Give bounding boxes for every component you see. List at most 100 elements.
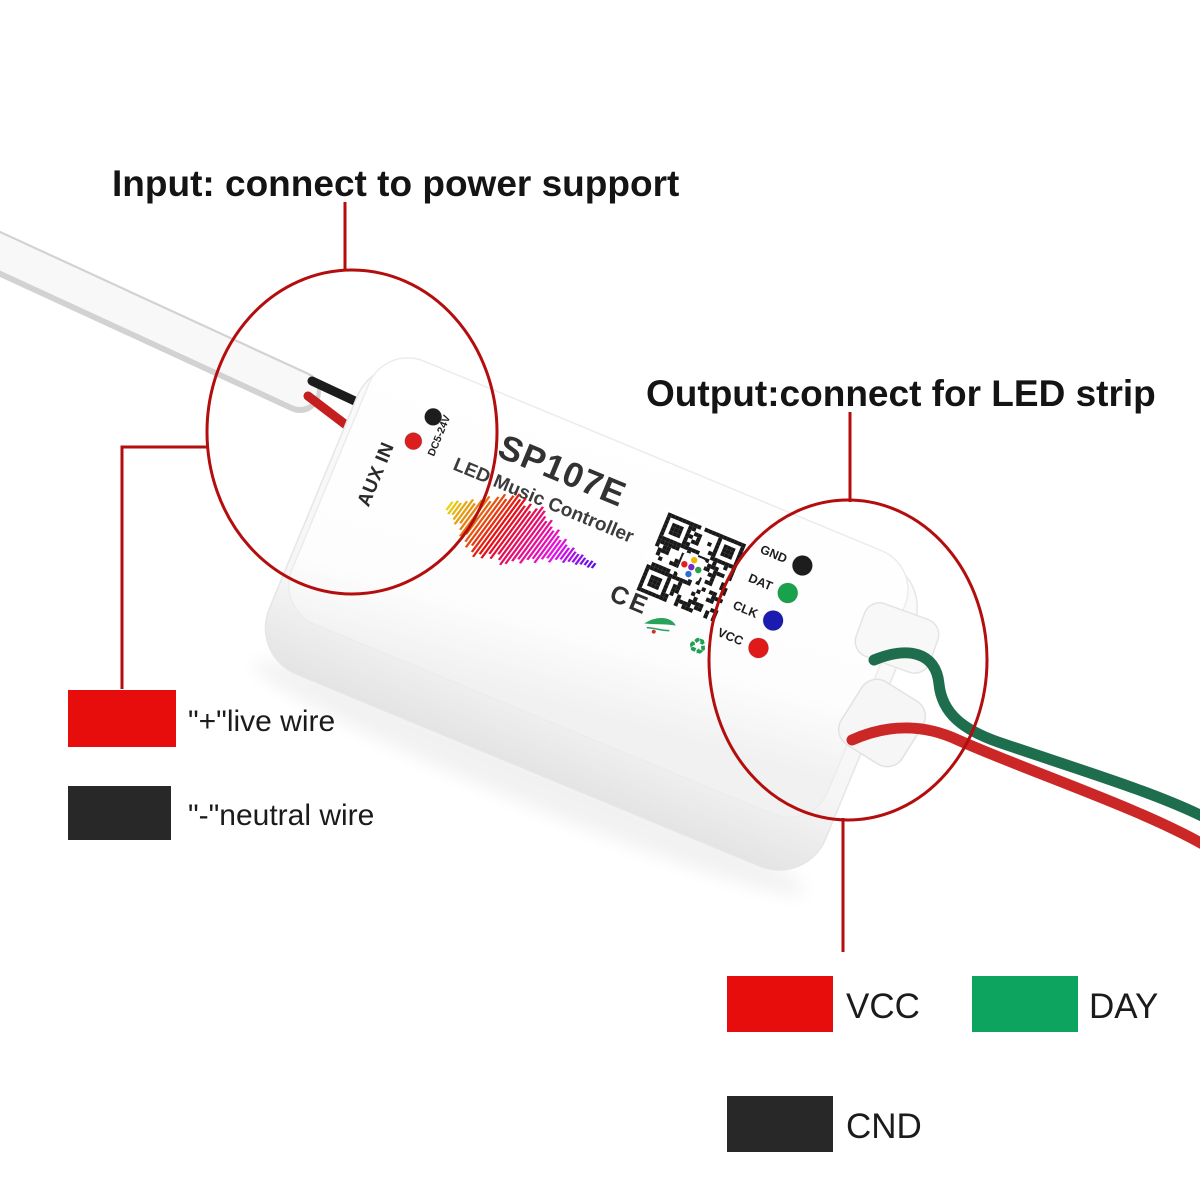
qr-module xyxy=(690,591,696,597)
live-wire-label: "+"live wire xyxy=(188,705,335,738)
qr-module xyxy=(723,553,729,559)
qr-module xyxy=(674,588,680,595)
waveform-bar xyxy=(453,499,475,525)
waveform-bar xyxy=(517,520,548,560)
neutral-wire-label: "-"neutral wire xyxy=(188,799,374,832)
qr-module xyxy=(654,593,661,600)
waveform-bar xyxy=(574,554,584,566)
qr-module xyxy=(681,518,688,524)
qr-module xyxy=(710,564,716,571)
qr-module xyxy=(670,513,676,520)
qr-module xyxy=(730,547,736,553)
pin-dot-clk xyxy=(762,609,784,631)
qr-module xyxy=(676,594,682,600)
waveform-bar xyxy=(518,519,553,564)
eco-leaf-icon xyxy=(644,618,676,634)
neutral-wire-swatch xyxy=(68,786,171,840)
qr-module xyxy=(680,604,687,610)
qr-module xyxy=(653,567,659,573)
qr-module xyxy=(725,549,731,555)
waveform-bar xyxy=(547,538,568,563)
qr-module xyxy=(704,579,710,585)
qr-module xyxy=(667,542,673,548)
qr-module xyxy=(726,536,732,542)
legend-cnd: CND xyxy=(727,1096,922,1152)
waveform-bar xyxy=(499,506,545,566)
qr-module xyxy=(682,600,688,607)
qr-module xyxy=(692,596,698,602)
qr-logo-dot xyxy=(685,570,692,578)
legend-vcc: VCC xyxy=(727,976,920,1032)
qr-module xyxy=(686,528,692,535)
qr-module xyxy=(673,527,679,534)
qr-module xyxy=(660,548,666,554)
qr-module xyxy=(675,585,682,591)
qr-module xyxy=(716,558,723,565)
qr-module xyxy=(645,563,651,570)
qr-module xyxy=(713,557,719,563)
qr-module xyxy=(709,577,715,583)
waveform-bar xyxy=(531,530,555,560)
qr-module xyxy=(684,606,690,612)
qr-module xyxy=(686,580,692,587)
qr-module xyxy=(665,515,671,522)
qr-module xyxy=(668,560,674,566)
qr-module xyxy=(704,558,710,564)
qr-module xyxy=(713,566,720,572)
qr-module xyxy=(720,560,726,566)
qr-module xyxy=(739,546,745,552)
qr-module xyxy=(674,597,681,604)
qr-module xyxy=(678,599,684,605)
qr-module xyxy=(671,574,677,580)
qr-module xyxy=(683,536,689,542)
qr-module xyxy=(684,532,690,538)
qr-module xyxy=(717,537,723,543)
qr-module xyxy=(670,587,676,593)
qr-module xyxy=(678,525,684,531)
vcc-swatch xyxy=(727,976,833,1032)
qr-module xyxy=(723,544,729,550)
qr-module xyxy=(647,590,653,596)
qr-module xyxy=(654,541,661,548)
qr-module xyxy=(711,561,717,567)
qr-module xyxy=(724,561,730,568)
qr-module xyxy=(661,587,667,594)
qr-module xyxy=(659,530,665,536)
qr-module xyxy=(692,522,699,529)
qr-module xyxy=(649,574,656,580)
qr-module xyxy=(676,542,682,548)
pin-dot-vcc xyxy=(747,637,769,659)
waveform-bar xyxy=(540,535,561,560)
qr-module xyxy=(693,605,699,611)
qr-module xyxy=(643,589,650,595)
qr-module xyxy=(660,539,666,545)
qr-module xyxy=(691,600,697,606)
waveform-bar xyxy=(590,562,597,569)
qr-module xyxy=(706,541,713,547)
qr-module xyxy=(674,515,680,521)
day-label: DAY xyxy=(1089,987,1158,1026)
qr-module xyxy=(656,568,662,574)
qr-module xyxy=(646,581,653,588)
qr-module xyxy=(665,567,671,574)
qr-module xyxy=(671,544,677,550)
qr-module xyxy=(656,538,662,544)
qr-module xyxy=(721,547,727,554)
qr-module xyxy=(709,607,715,614)
qr-module xyxy=(729,538,736,544)
qr-module xyxy=(652,579,658,585)
qr-module xyxy=(711,552,717,558)
qr-module xyxy=(720,551,726,557)
qr-module xyxy=(678,577,685,583)
qr-module xyxy=(694,549,701,555)
qr-logo-dot xyxy=(688,563,695,571)
qr-module xyxy=(636,586,642,592)
qr-module xyxy=(667,512,673,518)
qr-module xyxy=(694,601,701,607)
waveform-bar xyxy=(561,547,575,564)
qr-module xyxy=(657,577,663,583)
qr-module xyxy=(709,598,715,605)
waveform-bar xyxy=(447,500,460,515)
qr-module xyxy=(656,547,663,553)
